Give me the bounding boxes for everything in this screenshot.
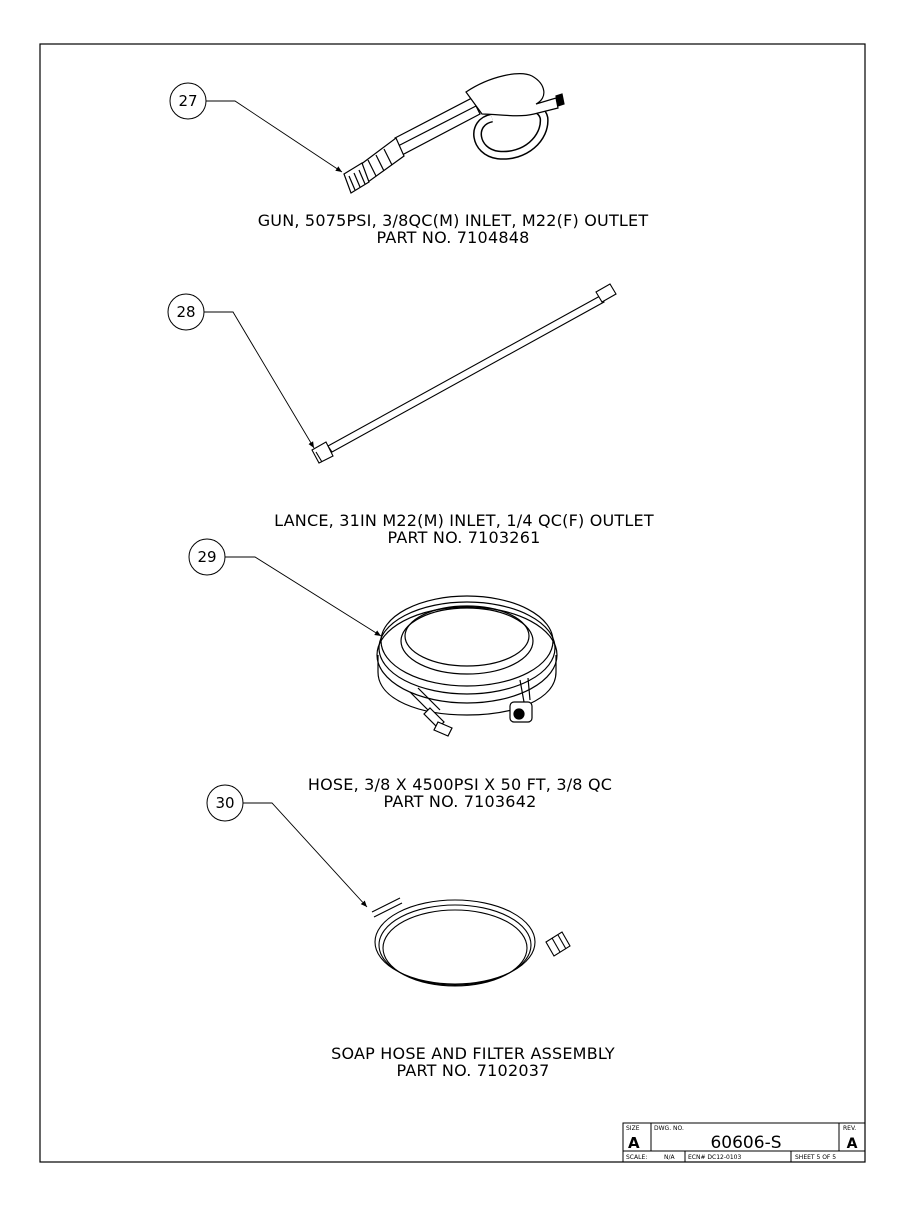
caption-30-description: SOAP HOSE AND FILTER ASSEMBLY [331, 1044, 615, 1063]
size-label: SIZE [626, 1125, 640, 1132]
caption-27-part-no: PART NO. 7104848 [376, 228, 530, 247]
caption-27-description: GUN, 5075PSI, 3/8QC(M) INLET, M22(F) OUT… [257, 211, 649, 230]
dwg-no-label: DWG. NO. [654, 1125, 684, 1132]
title-block [622, 1122, 866, 1163]
scale-value: N/A [664, 1154, 676, 1161]
balloon-29-number: 29 [197, 548, 216, 566]
caption-27: GUN, 5075PSI, 3/8QC(M) INLET, M22(F) OUT… [258, 212, 649, 246]
dwg-no-value: 60606-S [710, 1133, 781, 1153]
size-value: A [628, 1134, 640, 1152]
balloon-28: 28 [167, 293, 315, 449]
caption-28-description: LANCE, 31IN M22(M) INLET, 1/4 QC(F) OUTL… [274, 511, 654, 530]
caption-30-part-no: PART NO. 7102037 [396, 1061, 550, 1080]
balloon-27: 27 [169, 82, 343, 173]
scale-label: SCALE: [626, 1154, 647, 1161]
leader-28 [204, 311, 315, 449]
leader-27 [206, 100, 343, 173]
caption-29: HOSE, 3/8 X 4500PSI X 50 FT, 3/8 QC PART… [308, 776, 612, 810]
leader-29 [225, 556, 382, 637]
caption-28-part-no: PART NO. 7103261 [387, 528, 541, 547]
lance-illustration [311, 283, 617, 464]
caption-29-part-no: PART NO. 7103642 [383, 792, 537, 811]
hose-coil-illustration [376, 595, 558, 737]
soap-hose-illustration [371, 897, 571, 987]
balloon-28-number: 28 [176, 303, 195, 321]
caption-29-description: HOSE, 3/8 X 4500PSI X 50 FT, 3/8 QC [307, 775, 613, 794]
sheet-border [39, 43, 866, 1163]
caption-30: SOAP HOSE AND FILTER ASSEMBLY PART NO. 7… [331, 1045, 615, 1079]
gun-illustration [343, 73, 565, 194]
balloon-30-number: 30 [215, 794, 234, 812]
balloon-27-number: 27 [178, 92, 197, 110]
rev-label: REV. [843, 1125, 856, 1132]
rev-value: A [847, 1136, 858, 1152]
balloon-29: 29 [188, 538, 382, 637]
sheet-number: SHEET 5 OF 5 [795, 1154, 836, 1161]
balloon-30: 30 [206, 784, 368, 908]
ecn-number: ECN# DC12-0103 [688, 1154, 741, 1161]
caption-28: LANCE, 31IN M22(M) INLET, 1/4 QC(F) OUTL… [274, 512, 654, 546]
leader-30 [243, 802, 368, 908]
